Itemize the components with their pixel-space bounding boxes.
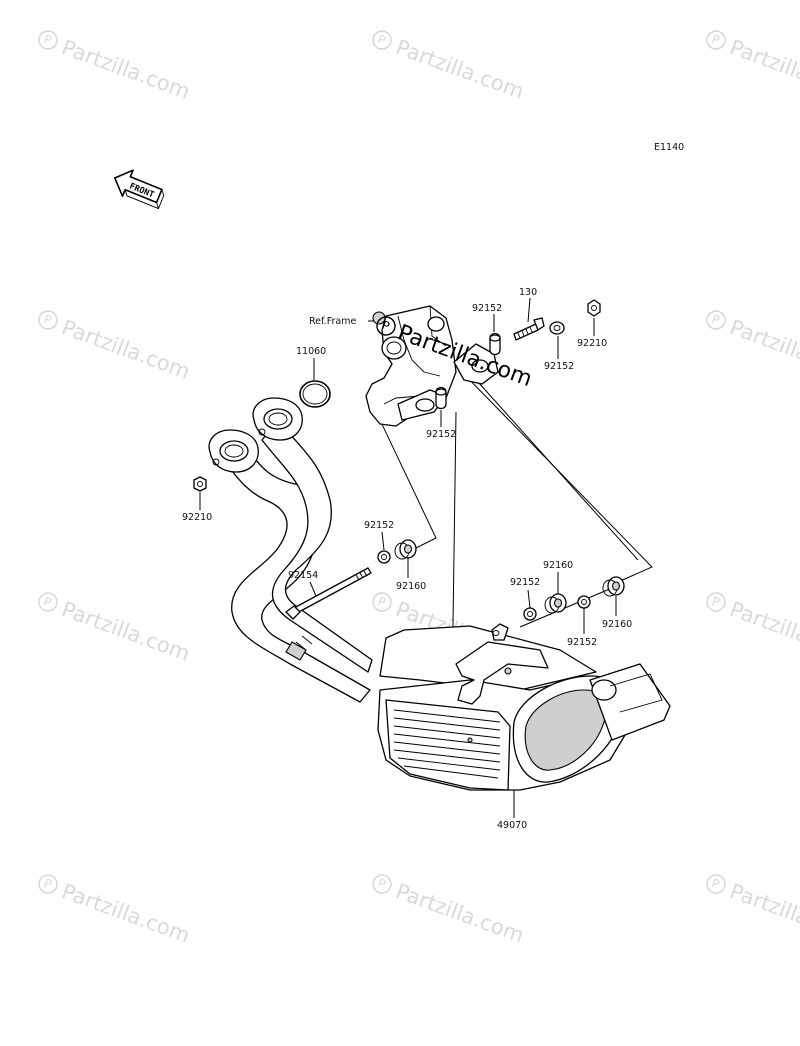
frame-bracket xyxy=(365,305,457,427)
washer-top-right xyxy=(549,321,565,335)
exhaust-flange-right xyxy=(252,397,303,441)
svg-text:P: P xyxy=(710,876,722,892)
svg-text:P: P xyxy=(42,32,54,48)
label-92152-frame: 92152 xyxy=(426,429,456,440)
damper-lower-right xyxy=(602,576,625,597)
label-92154: 92154 xyxy=(288,570,318,581)
leader-92152-rightmid xyxy=(527,589,531,609)
svg-text:P: P xyxy=(376,32,388,48)
watermark: P Partzilla.com xyxy=(372,874,527,948)
gasket-ring xyxy=(299,380,331,408)
front-arrow-icon: FRONT xyxy=(113,169,165,210)
label-92152-mid: 92152 xyxy=(364,520,394,531)
muffler xyxy=(377,623,671,791)
label-130: 130 xyxy=(519,287,537,298)
damper-lower-left xyxy=(544,593,567,614)
watermark: P Partzilla.com xyxy=(38,592,193,666)
label-11060: 11060 xyxy=(296,346,326,357)
svg-text:Partzilla.com: Partzilla.com xyxy=(59,35,193,104)
label-92210-right: 92210 xyxy=(577,338,607,349)
nut-right xyxy=(587,299,601,317)
svg-text:P: P xyxy=(710,32,722,48)
collar-frame xyxy=(435,386,447,410)
watermark: P Partzilla.com xyxy=(372,30,527,104)
upper-bracket xyxy=(453,343,499,385)
leader-92152-mid xyxy=(381,531,385,551)
diagram-code: E1140 xyxy=(654,142,684,153)
bolt xyxy=(513,317,545,341)
svg-text:P: P xyxy=(380,318,392,334)
watermark: P Partzilla.com xyxy=(38,30,193,104)
watermark: P Partzilla.com xyxy=(38,874,193,948)
svg-text:Partzilla.com: Partzilla.com xyxy=(727,597,800,666)
svg-text:Partzilla.com: Partzilla.com xyxy=(727,315,800,384)
label-92210-left: 92210 xyxy=(182,512,212,523)
watermark-layer: P Partzilla.com P Partzilla.com P Partzi… xyxy=(38,30,800,948)
exhaust-flange-left xyxy=(208,429,259,473)
muffler-vent-slots xyxy=(393,709,501,779)
watermark: P Partzilla.com xyxy=(706,592,800,666)
nut-left xyxy=(193,476,207,492)
label-92160-mid: 92160 xyxy=(396,581,426,592)
svg-text:P: P xyxy=(710,312,722,328)
collar-top xyxy=(489,332,501,356)
label-92160-right: 92160 xyxy=(543,560,573,571)
watermark: P Partzilla.com xyxy=(706,310,800,384)
washer-lower-left xyxy=(523,607,537,621)
ref-frame-label: Ref.Frame xyxy=(309,316,356,327)
svg-text:Partzilla.com: Partzilla.com xyxy=(59,597,193,666)
watermark: P Partzilla.com xyxy=(706,874,800,948)
svg-text:P: P xyxy=(376,594,388,610)
svg-text:P: P xyxy=(42,312,54,328)
washer-mid xyxy=(377,550,391,564)
label-92152-lower: 92152 xyxy=(567,637,597,648)
svg-text:P: P xyxy=(42,876,54,892)
callout-labels: 11060 92210 Ref.Frame 92152 130 92210 92… xyxy=(182,287,632,831)
svg-text:P: P xyxy=(376,876,388,892)
leader-92154 xyxy=(309,581,317,597)
svg-text:Partzilla.com: Partzilla.com xyxy=(59,315,193,384)
svg-text:Partzilla.com: Partzilla.com xyxy=(393,879,527,948)
svg-text:P: P xyxy=(42,594,54,610)
label-92160-lowerright: 92160 xyxy=(602,619,632,630)
svg-text:P: P xyxy=(710,594,722,610)
svg-text:Partzilla.com: Partzilla.com xyxy=(59,879,193,948)
svg-text:Partzilla.com: Partzilla.com xyxy=(393,35,527,104)
label-92152-topright: 92152 xyxy=(544,361,574,372)
label-92152-top: 92152 xyxy=(472,303,502,314)
label-49070: 49070 xyxy=(497,820,527,831)
label-92152-rightmid: 92152 xyxy=(510,577,540,588)
svg-text:Partzilla.com: Partzilla.com xyxy=(727,879,800,948)
long-bolt xyxy=(285,567,372,620)
watermark: P Partzilla.com xyxy=(706,30,800,104)
damper-mid xyxy=(394,539,417,560)
washer-lower-right xyxy=(577,595,591,609)
svg-text:Partzilla.com: Partzilla.com xyxy=(727,35,800,104)
watermark: P Partzilla.com xyxy=(38,310,193,384)
